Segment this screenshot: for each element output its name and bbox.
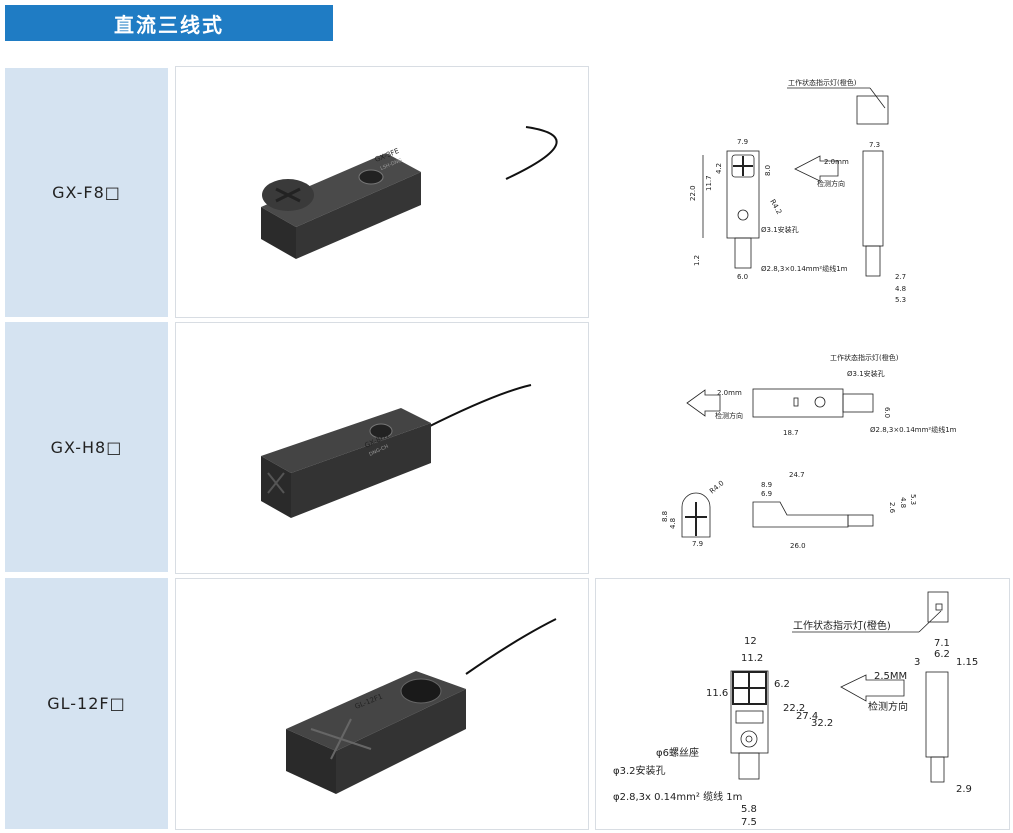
dim: 26.0 [790,542,806,550]
dim: 2.7 [895,273,906,281]
dim: 5.8 [741,804,757,815]
dimension-drawing: 工作状态指示灯(橙色) Ø3.1安装孔 2.0mm 检测方向 6.0 18.7 … [595,322,1008,572]
dim: 2.9 [956,784,972,795]
dimension-drawing: 工作状态指示灯(橙色) 22.0 11.7 4.2 8.0 R4.2 1.2 7… [595,66,1008,316]
dim: 4.2 [715,163,723,174]
dim: 8.9 [761,481,772,489]
dim: 6.9 [761,490,772,498]
dim: 1.2 [693,255,701,266]
dim: 12 [744,636,757,647]
label-indicator: 工作状态指示灯(橙色) [788,78,857,87]
label-cable: Ø2.8,3×0.14mm²缆线1m [761,264,848,273]
dim: 6.2 [774,679,790,690]
dim: 5.3 [895,296,906,304]
label-direction: 检测方向 [868,700,908,713]
dim: 4.8 [669,518,677,529]
dim: 18.7 [783,429,799,437]
label-hole: Ø3.1安装孔 [847,369,885,378]
dim: 7.5 [741,817,757,828]
dim: 8.0 [764,165,772,176]
dim: 5.3 [909,494,917,505]
product-photo: GX-3FE LSH-DNG [175,66,589,318]
dim: 7.3 [869,141,880,149]
dim: 8.8 [661,511,669,522]
dim: 11.7 [705,175,713,191]
drawing-gx-h8: 工作状态指示灯(橙色) Ø3.1安装孔 2.0mm 检测方向 6.0 18.7 … [661,353,957,550]
dim: 6.0 [883,407,891,418]
model-label: GL-12F□ [5,578,168,829]
dim: 7.9 [737,138,748,146]
label-distance: 2.0mm [717,389,742,397]
label-direction: 检测方向 [715,411,743,420]
dim: 27.4 [796,711,818,722]
product-photo: GX-8H1 DNG-CH [175,322,589,574]
model-label: GX-F8□ [5,68,168,317]
dim: 1.15 [956,657,978,668]
label-hole: φ3.2安装孔 [613,764,666,777]
label-cable: φ2.8,3x 0.14mm² 缆线 1m [613,790,742,803]
dim: 2.6 [888,502,896,514]
label-indicator: 工作状态指示灯(橙色) [793,619,891,632]
dimension-drawing: 工作状态指示灯(橙色) 7.1 6.2 3 1.15 2.9 12 11.2 1… [595,578,1010,830]
product-photo: GL-12F1 [175,578,589,830]
dim: 24.7 [789,471,805,479]
dim: R4.2 [768,198,783,216]
dim: 4.8 [899,497,907,508]
label-direction: 检测方向 [817,179,845,188]
dim: 3 [914,657,920,668]
label-hole: Ø3.1安装孔 [761,225,799,234]
dim: 11.6 [706,688,728,699]
section-title: 直流三线式 [5,5,333,41]
drawing-gl-12f: 工作状态指示灯(橙色) 7.1 6.2 3 1.15 2.9 12 11.2 1… [613,591,978,828]
sensor-image: GX-8H1 DNG-CH [261,384,532,518]
drawing-gx-f8: 工作状态指示灯(橙色) 22.0 11.7 4.2 8.0 R4.2 1.2 7… [689,78,906,304]
dim: 7.1 [934,638,950,649]
label-distance: 2.5MM [874,671,907,682]
dim: R4.0 [708,479,725,495]
dim: 22.2 [783,703,805,714]
dim: 6.2 [934,649,950,660]
dim: 11.2 [741,653,763,664]
dim: 7.9 [692,540,703,548]
label-distance: 2.0mm [824,158,849,166]
dim: 32.2 [811,718,833,729]
label-indicator: 工作状态指示灯(橙色) [830,353,899,362]
label-screw: φ6螺丝座 [656,746,699,759]
sensor-image: GL-12F1 [286,618,557,794]
dim: 22.0 [689,185,697,201]
label-cable: Ø2.8,3×0.14mm²缆线1m [870,425,957,434]
dim: 4.8 [895,285,906,293]
dim: 6.0 [737,273,748,281]
model-label: GX-H8□ [5,322,168,572]
sensor-image: GX-3FE LSH-DNG [261,126,558,259]
